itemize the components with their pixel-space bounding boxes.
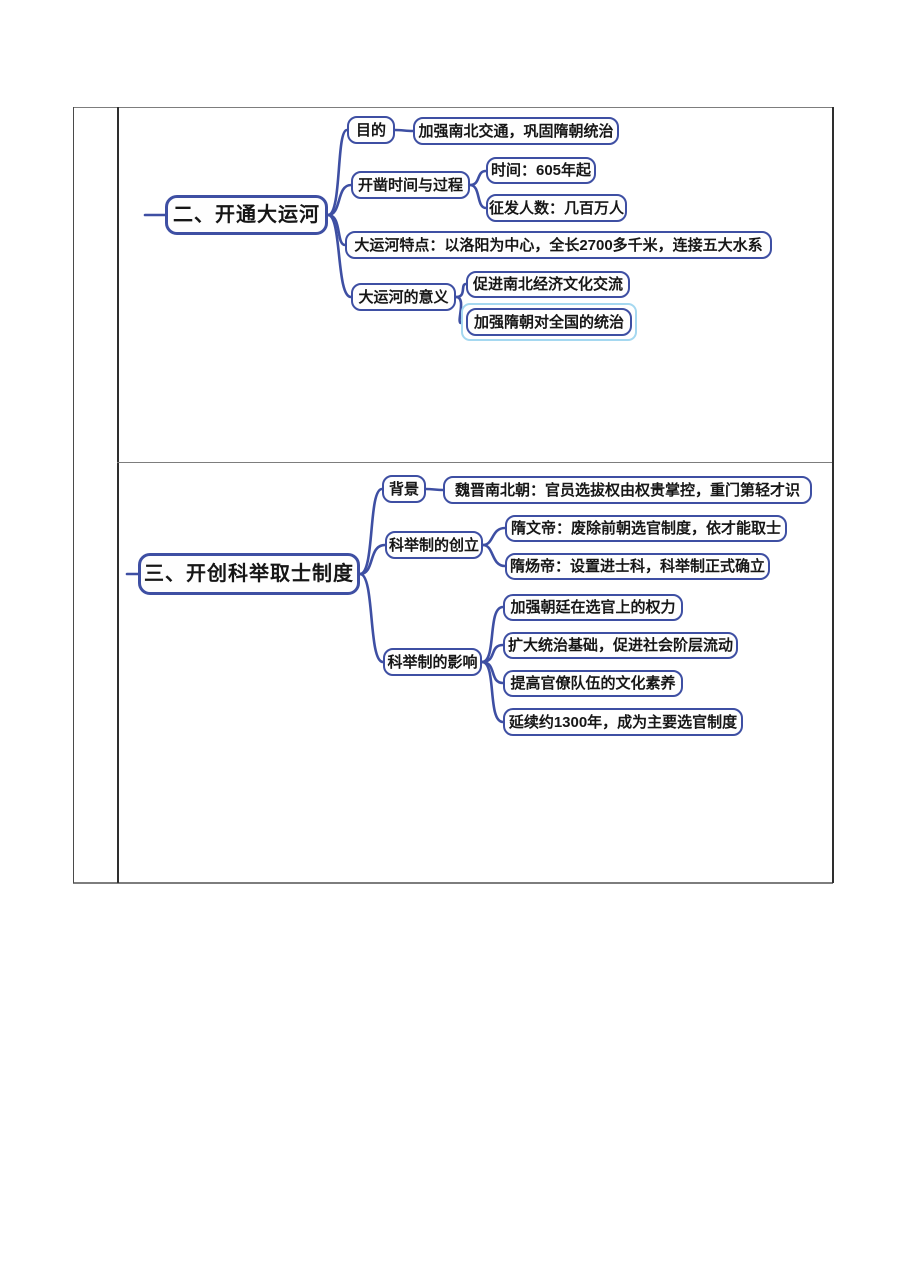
canal-meaning-rule-node-selected[interactable]: 加强隋朝对全国的统治 [466,308,632,336]
connector-creation-2 [481,543,507,568]
connector-impact-3 [480,660,505,685]
canal-root-node[interactable]: 二、开通大运河 [165,195,328,235]
exam-background-detail-node[interactable]: 魏晋南北朝：官员选拔权由权贵掌控，重门第轻才识 [443,476,812,504]
table-column-divider [117,107,119,883]
connector-canal-meaning [326,213,353,299]
connector-exam-impact [358,572,385,664]
exam-creation-yangdi-node[interactable]: 隋炀帝：设置进士科，科举制正式确立 [505,553,770,580]
canal-process-time-node[interactable]: 时间：605年起 [486,157,596,184]
canal-process-node[interactable]: 开凿时间与过程 [351,171,470,199]
exam-impact-power-node[interactable]: 加强朝廷在选官上的权力 [503,594,683,621]
canal-feature-node[interactable]: 大运河特点：以洛阳为中心，全长2700多千米，连接五大水系 [345,231,772,259]
connector-meaning-2 [454,295,463,325]
table-border-right [832,107,834,883]
table-row-divider [117,462,832,464]
exam-impact-quality-node[interactable]: 提高官僚队伍的文化素养 [503,670,683,697]
connector-impact-4 [480,660,505,724]
connector-canal-purpose [326,128,349,217]
connector-background-detail [424,487,445,492]
connector-exam-background [358,487,384,576]
canal-purpose-node[interactable]: 目的 [347,116,395,144]
connector-process-time [468,169,488,187]
connector-creation-1 [481,526,507,547]
exam-impact-duration-node[interactable]: 延续约1300年，成为主要选官制度 [503,708,743,736]
connector-purpose-detail [393,128,415,133]
exam-creation-node[interactable]: 科举制的创立 [385,531,483,559]
exam-background-node[interactable]: 背景 [382,475,426,503]
table-border-left [73,107,75,883]
exam-creation-wendi-node[interactable]: 隋文帝：废除前朝选官制度，依才能取士 [505,515,787,542]
canal-meaning-node[interactable]: 大运河的意义 [351,283,456,311]
table-border-top [73,107,833,109]
connector-meaning-1 [454,282,468,299]
connector-exam-creation [358,543,387,576]
canal-purpose-detail-node[interactable]: 加强南北交通，巩固隋朝统治 [413,117,619,145]
selection-highlight: 加强隋朝对全国的统治 [461,303,637,341]
connector-process-people [468,183,488,210]
exam-impact-base-node[interactable]: 扩大统治基础，促进社会阶层流动 [503,632,738,659]
table-border-bottom [73,882,833,884]
connector-canal-process [326,183,353,217]
exam-impact-node[interactable]: 科举制的影响 [383,648,482,676]
canal-meaning-exchange-node[interactable]: 促进南北经济文化交流 [466,271,630,298]
exam-root-node[interactable]: 三、开创科举取士制度 [138,553,360,595]
canal-process-people-node[interactable]: 征发人数：几百万人 [486,194,627,222]
